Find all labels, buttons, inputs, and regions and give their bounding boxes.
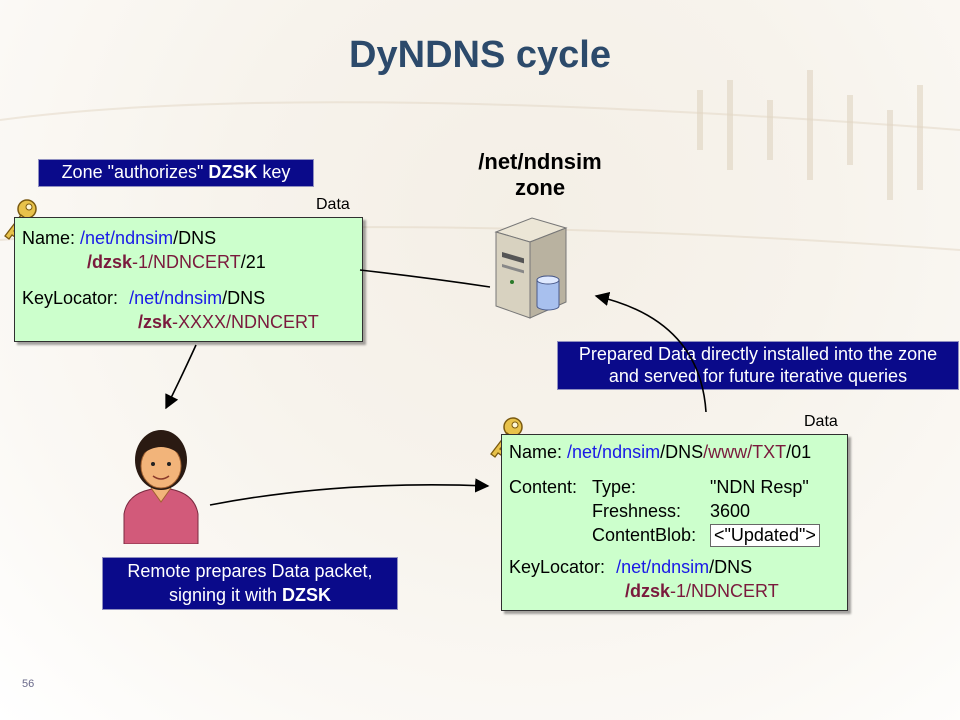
data-packet-left: Name: /net/ndnsim/DNS /dzsk-1/NDNCERT/21…	[14, 217, 363, 342]
page-number: 56	[22, 678, 35, 690]
slide-title: DyNDNS cycle	[349, 34, 611, 76]
zone-authorizes-banner: Zone "authorizes" DZSK key	[38, 159, 314, 187]
left-kl2-p1: /zsk	[138, 312, 173, 332]
zone-label-line2: zone	[514, 175, 566, 200]
right-name-p4: /01	[786, 442, 812, 462]
right-name-p2: /DNS	[660, 442, 704, 462]
zone-label-line1: /net/ndnsim	[478, 149, 602, 174]
right-keylocator-line2: /dzsk-1/NDNCERT	[625, 581, 779, 602]
right-kl-label: KeyLocator:	[509, 557, 606, 577]
right-content-label: Content:	[509, 477, 578, 497]
right-kl2-p2: -1/NDNCERT	[670, 581, 779, 601]
zone-authorizes-text: Zone "authorizes"	[61, 162, 209, 182]
right-blob-label: ContentBlob:	[592, 525, 697, 545]
zone-authorizes-bold: DZSK	[208, 162, 258, 182]
left-keylocator-line: KeyLocator: /net/ndnsim/DNS	[22, 288, 265, 309]
left-name-line2: /dzsk-1/NDNCERT/21	[87, 252, 266, 273]
left-name-label: Name:	[22, 228, 76, 248]
right-fresh-value: 3600	[710, 501, 751, 521]
left-keylocator-line2: /zsk-XXXX/NDNCERT	[138, 312, 319, 333]
right-kl2-p1: /dzsk	[625, 581, 671, 601]
data-label-left: Data	[316, 196, 350, 213]
left-name2-p2: -1/NDNCERT	[132, 252, 241, 272]
zone-authorizes-tail: key	[257, 162, 291, 182]
right-name-label: Name:	[509, 442, 563, 462]
right-keylocator-line: KeyLocator: /net/ndnsim/DNS	[509, 557, 752, 578]
remote-prepares-banner: Remote prepares Data packet, signing it …	[102, 557, 398, 610]
right-kl-p2: /DNS	[709, 557, 753, 577]
right-type-value: "NDN Resp"	[710, 477, 809, 497]
left-name2-p3: /21	[240, 252, 266, 272]
right-blob-value: <"Updated">	[710, 524, 820, 547]
right-type-label: Type:	[592, 477, 637, 497]
right-name-line: Name: /net/ndnsim/DNS/www/TXT/01	[509, 442, 811, 463]
remote-line2: signing it with DZSK	[103, 583, 397, 607]
remote-line2-bold: DZSK	[282, 585, 332, 605]
right-fresh-label: Freshness:	[592, 501, 682, 521]
person-icon	[123, 430, 199, 544]
remote-line2-text: signing it with	[168, 585, 283, 605]
data-label-right: Data	[804, 413, 838, 430]
left-name2-p1: /dzsk	[87, 252, 133, 272]
prepared-line1: Prepared Data directly installed into th…	[578, 344, 938, 364]
right-name-p1: /net/ndnsim	[567, 442, 661, 462]
left-kl-label: KeyLocator:	[22, 288, 119, 308]
right-name-p3: /www/TXT	[703, 442, 787, 462]
remote-line1: Remote prepares Data packet,	[127, 561, 373, 581]
left-kl-p2: /DNS	[222, 288, 266, 308]
left-kl-p1: /net/ndnsim	[129, 288, 223, 308]
left-name-p1: /net/ndnsim	[80, 228, 174, 248]
prepared-data-banner: Prepared Data directly installed into th…	[557, 341, 959, 390]
prepared-line2: and served for future iterative queries	[608, 366, 908, 386]
data-packet-right: Name: /net/ndnsim/DNS/www/TXT/01 Content…	[501, 434, 848, 611]
left-name-p2: /DNS	[173, 228, 217, 248]
left-name-line: Name: /net/ndnsim/DNS	[22, 228, 216, 249]
left-kl2-p2: -XXXX/NDNCERT	[172, 312, 319, 332]
server-icon	[494, 217, 568, 319]
right-kl-p1: /net/ndnsim	[616, 557, 710, 577]
zone-label: /net/ndnsim zone	[460, 149, 620, 201]
